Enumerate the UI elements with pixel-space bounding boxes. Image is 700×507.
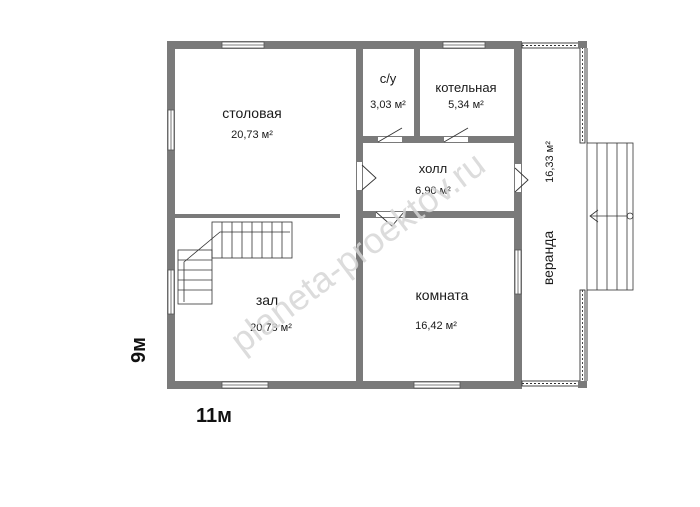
veranda-area: 16,33 м² <box>544 141 556 183</box>
dining-name: столовая <box>222 105 282 121</box>
room-name: комната <box>416 287 469 303</box>
dining-area: 20,73 м² <box>231 129 273 141</box>
veranda-name: веранда <box>540 231 556 286</box>
height-dimension: 9м <box>128 337 150 363</box>
zal-name: зал <box>256 292 278 308</box>
porch-steps <box>586 142 634 291</box>
veranda <box>521 41 588 388</box>
windows <box>167 41 522 389</box>
zal-area: 20,73 м² <box>250 322 292 334</box>
room-area: 16,42 м² <box>415 320 457 332</box>
wc-area: 3,03 м² <box>370 99 406 111</box>
width-dimension: 11м <box>196 405 232 427</box>
doors <box>357 127 529 227</box>
wc-name: с/у <box>380 71 397 86</box>
boiler-name: котельная <box>435 80 496 95</box>
room-labels: столовая 20,73 м² с/у 3,03 м² котельная … <box>222 71 556 334</box>
boiler-area: 5,34 м² <box>448 99 484 111</box>
hall-area: 6,90 м² <box>415 185 451 197</box>
interior-walls <box>175 41 522 389</box>
staircase <box>177 221 293 305</box>
hall-name: холл <box>419 161 447 176</box>
